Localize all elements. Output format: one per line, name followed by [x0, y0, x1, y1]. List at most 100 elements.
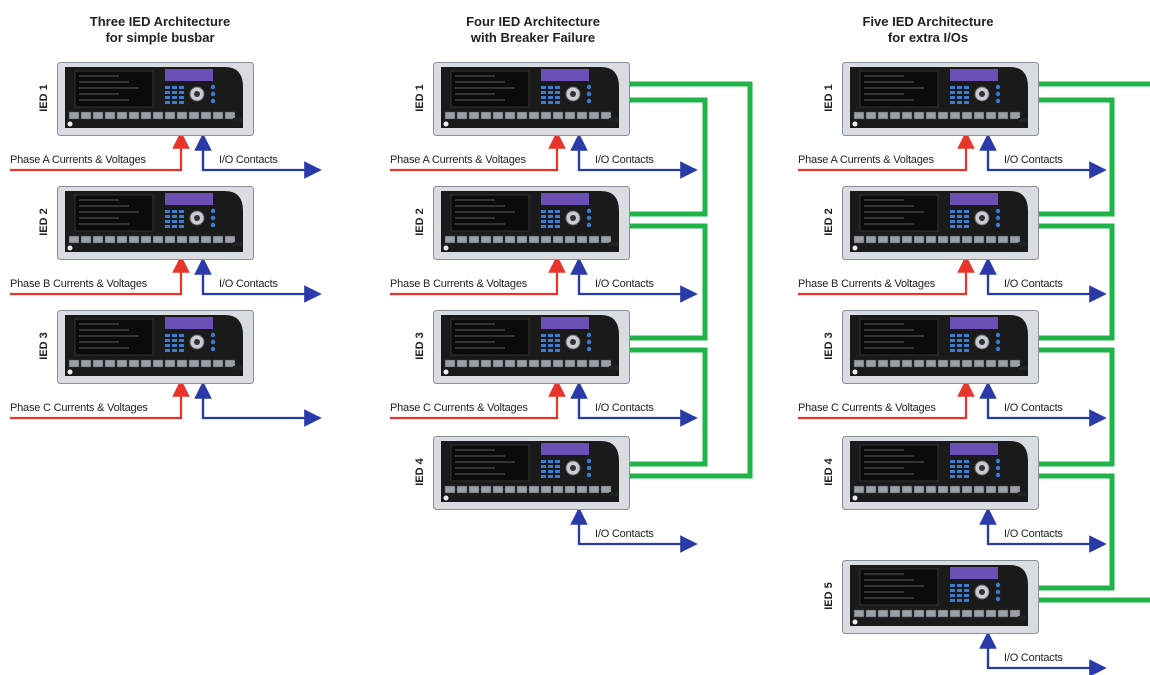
- pushbutton: [516, 235, 528, 244]
- pushbutton: [985, 609, 997, 618]
- status-display: [165, 69, 213, 81]
- pushbutton: [961, 111, 973, 120]
- keypad-key: [964, 101, 969, 104]
- io-contacts-label: I/O Contacts: [1004, 154, 1063, 166]
- io-contacts-label: I/O Contacts: [1004, 278, 1063, 290]
- keypad-key: [165, 220, 170, 223]
- ied-label: IED 2: [823, 208, 835, 236]
- io-contacts-label: I/O Contacts: [595, 154, 654, 166]
- fiber-links: [630, 81, 1150, 603]
- io-contacts-label: I/O Contacts: [595, 402, 654, 414]
- pushbutton: [492, 359, 504, 368]
- ied-label: IED 3: [38, 332, 50, 360]
- keypad-key: [957, 599, 962, 602]
- pushbutton: [961, 235, 973, 244]
- pushbutton: [540, 485, 552, 494]
- current-arrow: [10, 131, 190, 172]
- keypad-key: [964, 334, 969, 337]
- pushbutton: [200, 235, 212, 244]
- port: [1018, 118, 1027, 122]
- keypad-key: [548, 339, 553, 342]
- keypad-key: [165, 210, 170, 213]
- logo-badge: [67, 121, 73, 127]
- led: [995, 332, 1001, 338]
- pushbutton: [552, 235, 564, 244]
- led: [995, 346, 1001, 352]
- keypad-key: [964, 91, 969, 94]
- nav-wheel-center: [194, 91, 200, 97]
- keypad-key: [555, 465, 560, 468]
- led: [586, 465, 592, 471]
- keypad-key: [950, 101, 955, 104]
- keypad-key: [165, 96, 170, 99]
- keypad-key: [541, 101, 546, 104]
- pushbutton: [564, 111, 576, 120]
- ied-label: IED 2: [414, 208, 426, 236]
- io-contacts-label: I/O Contacts: [1004, 402, 1063, 414]
- keypad-key: [950, 594, 955, 597]
- keypad-key: [165, 215, 170, 218]
- keypad-key: [950, 210, 955, 213]
- keypad-key: [541, 86, 546, 89]
- led: [210, 215, 216, 221]
- keypad-key: [541, 339, 546, 342]
- logo-badge: [852, 121, 858, 127]
- pushbutton: [600, 111, 612, 120]
- pushbutton: [973, 111, 985, 120]
- keypad-key: [548, 86, 553, 89]
- keypad-key: [950, 96, 955, 99]
- ied-panel: [842, 560, 1039, 634]
- ied-label: IED 4: [823, 458, 835, 486]
- lcd-screen: [450, 194, 530, 232]
- lcd-screen: [450, 444, 530, 482]
- keypad-key: [964, 470, 969, 473]
- led: [586, 222, 592, 228]
- lcd-screen: [74, 318, 154, 356]
- fiber-link: [630, 347, 708, 467]
- pushbutton: [528, 235, 540, 244]
- led: [995, 208, 1001, 214]
- keypad-key: [957, 86, 962, 89]
- keypad-key: [172, 86, 177, 89]
- pushbutton: [564, 359, 576, 368]
- port: [1018, 492, 1027, 496]
- pushbutton: [516, 485, 528, 494]
- pushbutton: [564, 235, 576, 244]
- status-display: [541, 443, 589, 455]
- pushbutton: [576, 111, 588, 120]
- led: [210, 339, 216, 345]
- keypad-key: [541, 465, 546, 468]
- status-display: [950, 443, 998, 455]
- current-arrow: [10, 255, 190, 296]
- keypad-key: [964, 96, 969, 99]
- keypad-key: [964, 599, 969, 602]
- pushbutton: [552, 111, 564, 120]
- pushbutton: [152, 111, 164, 120]
- port: [609, 242, 618, 246]
- led: [995, 582, 1001, 588]
- keypad-key: [957, 344, 962, 347]
- pushbutton: [901, 235, 913, 244]
- keypad-key: [548, 96, 553, 99]
- io-contacts-label: I/O Contacts: [1004, 652, 1063, 664]
- current-arrow: [10, 379, 190, 420]
- port: [609, 118, 618, 122]
- pushbutton: [480, 111, 492, 120]
- pushbutton: [92, 235, 104, 244]
- pushbutton: [889, 235, 901, 244]
- pushbutton: [504, 111, 516, 120]
- led: [210, 346, 216, 352]
- keypad-key: [179, 210, 184, 213]
- keypad-key: [541, 344, 546, 347]
- keypad-key: [548, 344, 553, 347]
- lcd-screen: [859, 194, 939, 232]
- pushbutton: [444, 485, 456, 494]
- pushbutton: [1009, 485, 1021, 494]
- keypad-key: [957, 460, 962, 463]
- status-display: [950, 567, 998, 579]
- pushbutton: [865, 359, 877, 368]
- pushbutton: [116, 111, 128, 120]
- status-display: [950, 193, 998, 205]
- pushbutton: [949, 359, 961, 368]
- pushbutton: [901, 485, 913, 494]
